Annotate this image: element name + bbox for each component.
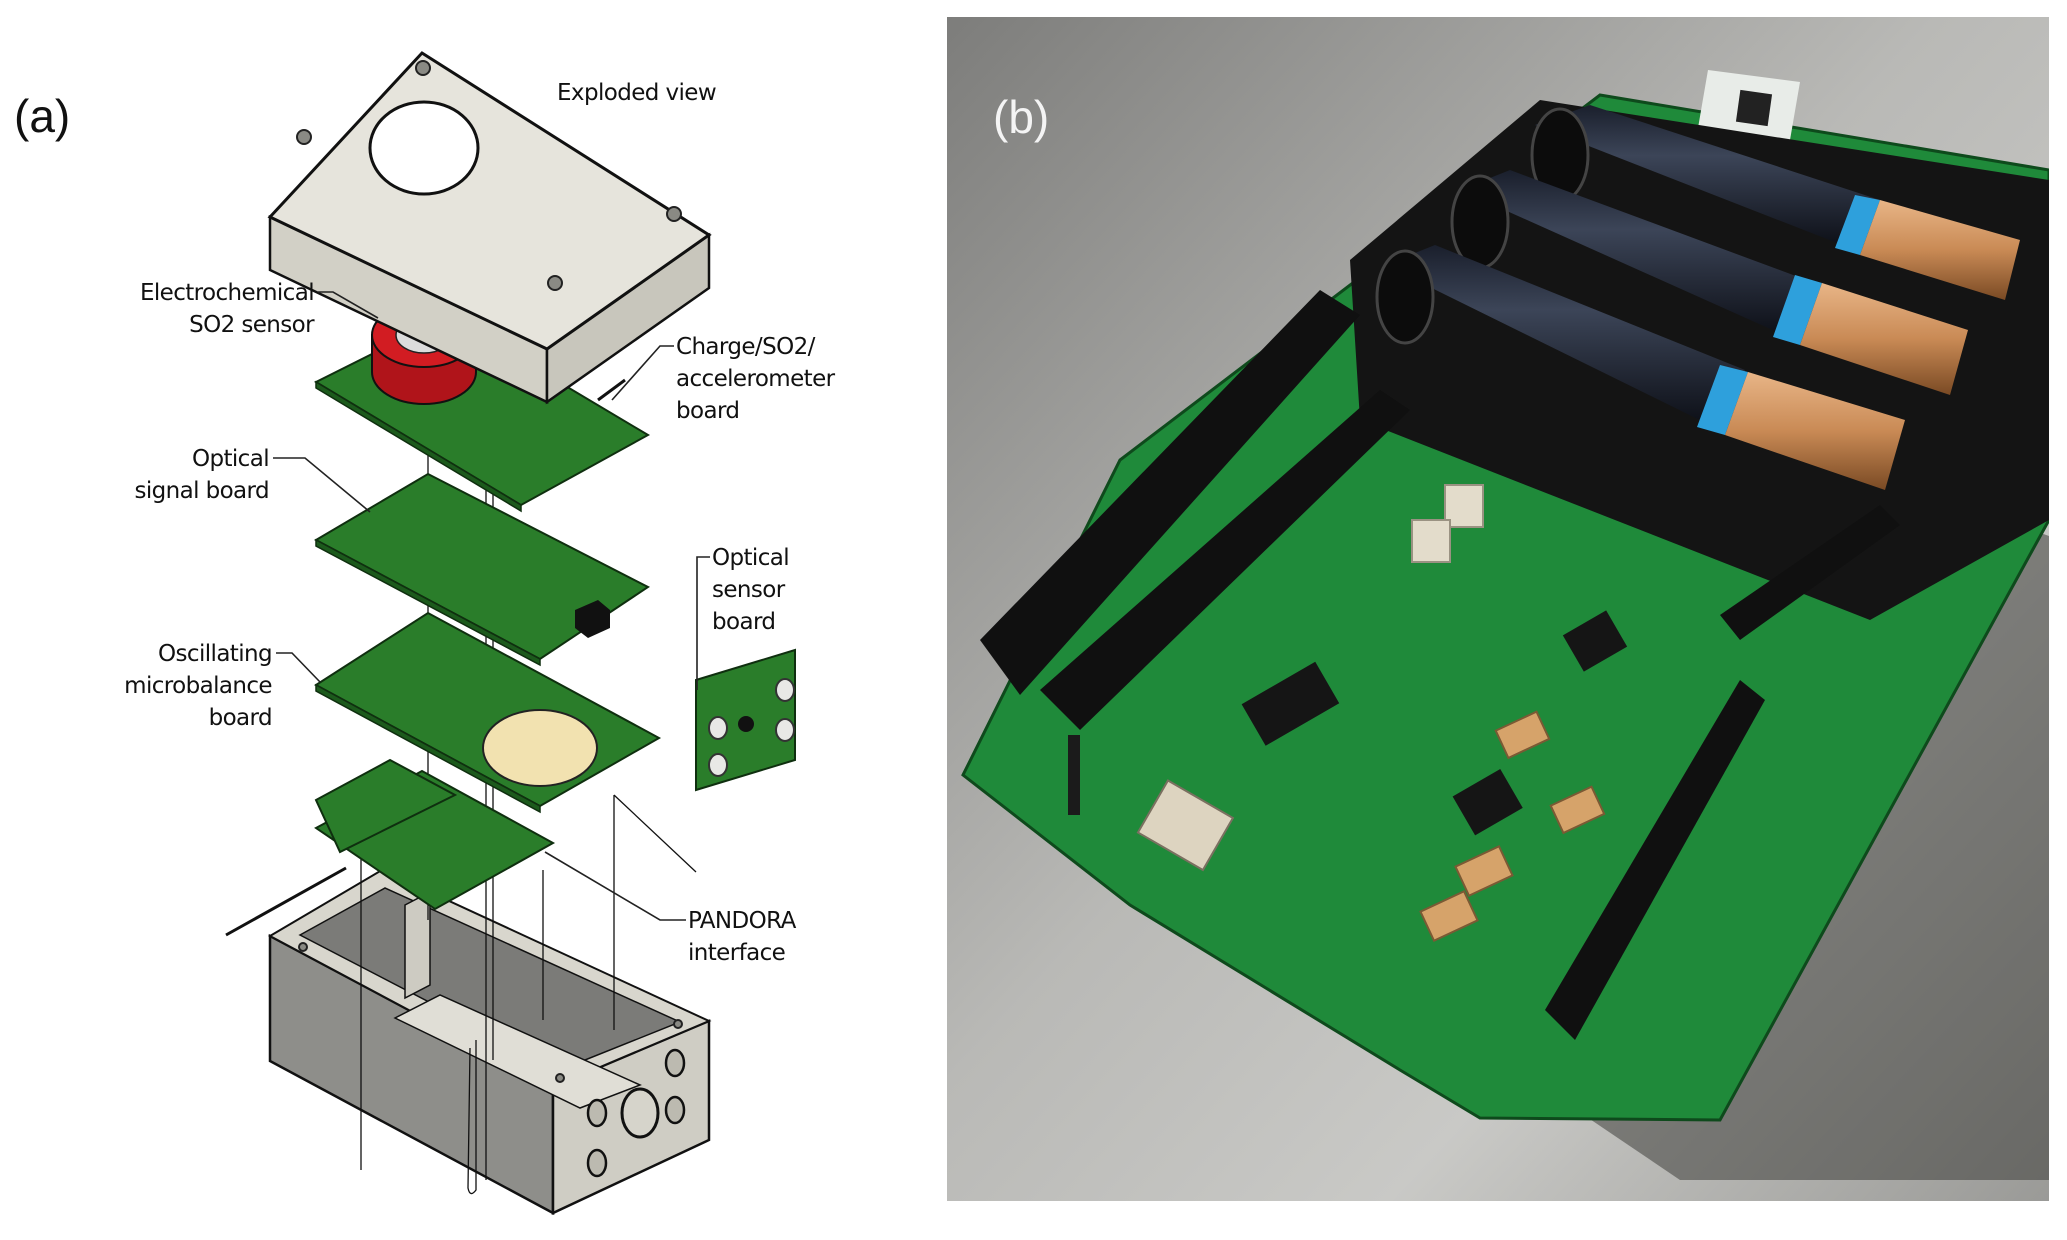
- header-socket-left-outer: [980, 290, 1360, 695]
- svg-text:accelerometer: accelerometer: [676, 366, 836, 392]
- svg-text:Electrochemical: Electrochemical: [140, 280, 314, 306]
- optical-signal-board: [313, 472, 650, 667]
- header-socket-right-lower: [1545, 680, 1765, 1040]
- lid-screw: [666, 206, 682, 222]
- battery-spring-contact: [1375, 249, 1435, 345]
- svg-text:signal board: signal board: [134, 478, 269, 504]
- panel-a: (a) Exploded view: [14, 51, 836, 1216]
- connector-cn1: [1136, 779, 1235, 872]
- enclosure-box: [267, 868, 712, 1216]
- leader-line: [696, 556, 710, 690]
- datamatrix-code: [1735, 89, 1773, 127]
- box-screw-hole: [298, 942, 308, 952]
- tantalum-capacitor: [1454, 845, 1514, 897]
- optical-connector-block: [575, 600, 610, 638]
- callout-pandora-interface: PANDORA interface: [544, 851, 797, 966]
- lid-screw: [296, 129, 312, 145]
- box-port: [586, 1148, 608, 1178]
- leader-line: [318, 291, 379, 319]
- ic-chip-ic2: [1241, 661, 1340, 746]
- ic-chip: [1452, 768, 1523, 836]
- battery-blue-band: [1697, 365, 1748, 435]
- box-port: [664, 1095, 686, 1125]
- board-pin: [597, 378, 626, 402]
- panel-label-a: (a): [14, 90, 70, 142]
- battery: [1375, 245, 1905, 490]
- tantalum-capacitor: [1419, 890, 1479, 942]
- battery: [1530, 105, 2020, 300]
- callout-microbalance-board: Oscillating microbalance board: [124, 641, 321, 731]
- diagram-title: Exploded view: [557, 80, 716, 106]
- battery-copper-cap: [1800, 283, 1968, 395]
- svg-text:interface: interface: [688, 940, 785, 966]
- ic-chip: [1562, 610, 1628, 672]
- microbalance-board: [314, 611, 662, 814]
- callout-optical-signal-board: Optical signal board: [134, 446, 371, 513]
- battery: [1450, 170, 1968, 395]
- panel-b-photo: (b): [947, 17, 2049, 1201]
- svg-text:board: board: [712, 609, 775, 635]
- battery-copper-cap: [1860, 200, 2020, 300]
- lid-screw: [415, 60, 431, 76]
- lid: [267, 51, 712, 405]
- battery-blue-band: [1773, 275, 1822, 345]
- box-standoff: [404, 890, 431, 1000]
- lid-screw: [547, 275, 563, 291]
- optical-sensor-aperture: [738, 716, 754, 732]
- battery-copper-cap: [1725, 372, 1905, 490]
- battery-blue-band: [1835, 195, 1880, 255]
- leader-line: [544, 851, 686, 921]
- leader-line: [276, 652, 321, 683]
- header-socket-left-inner: [1040, 390, 1410, 730]
- tantalum-capacitor: [1549, 785, 1606, 835]
- battery-spring-contact: [1450, 174, 1510, 270]
- box-inlet-port: [620, 1087, 660, 1139]
- box-screw-hole: [673, 1019, 683, 1029]
- svg-text:sensor: sensor: [712, 577, 786, 603]
- box-port: [664, 1048, 686, 1078]
- box-port: [586, 1098, 608, 1128]
- microbalance-disc: [482, 709, 598, 787]
- svg-text:Optical: Optical: [712, 545, 789, 571]
- header-socket-right-upper: [1720, 505, 1900, 640]
- inductor-l1: [1444, 484, 1484, 528]
- optical-sensor-board: [695, 648, 796, 792]
- svg-text:microbalance: microbalance: [124, 673, 272, 699]
- svg-text:board: board: [676, 398, 739, 424]
- pin-header: [1068, 735, 1080, 815]
- svg-text:PANDORA: PANDORA: [688, 908, 797, 934]
- leader-line: [611, 345, 674, 401]
- svg-text:Charge/SO2/: Charge/SO2/: [676, 334, 816, 360]
- svg-text:Optical: Optical: [192, 446, 269, 472]
- panel-label-b: (b): [993, 91, 1049, 143]
- svg-text:Oscillating: Oscillating: [158, 641, 272, 667]
- pandora-cable: [225, 866, 347, 937]
- inductor-l1: [1411, 519, 1451, 563]
- callout-optical-sensor-board: Optical sensor board: [696, 545, 790, 690]
- callout-charge-board: Charge/SO2/ accelerometer board: [611, 334, 836, 424]
- box-screw-hole: [555, 1073, 565, 1083]
- pandora-interface-board: [314, 758, 556, 911]
- callout-so2-sensor: Electrochemical SO2 sensor: [140, 280, 379, 338]
- box-slot: [467, 1040, 477, 1195]
- svg-text:board: board: [209, 705, 272, 731]
- svg-text:SO2 sensor: SO2 sensor: [189, 312, 315, 338]
- barcode-label: [1698, 70, 1800, 140]
- tantalum-capacitor: [1494, 710, 1551, 760]
- box-floor: [393, 994, 642, 1109]
- lid-sensor-opening: [368, 100, 480, 196]
- leader-line: [273, 457, 371, 513]
